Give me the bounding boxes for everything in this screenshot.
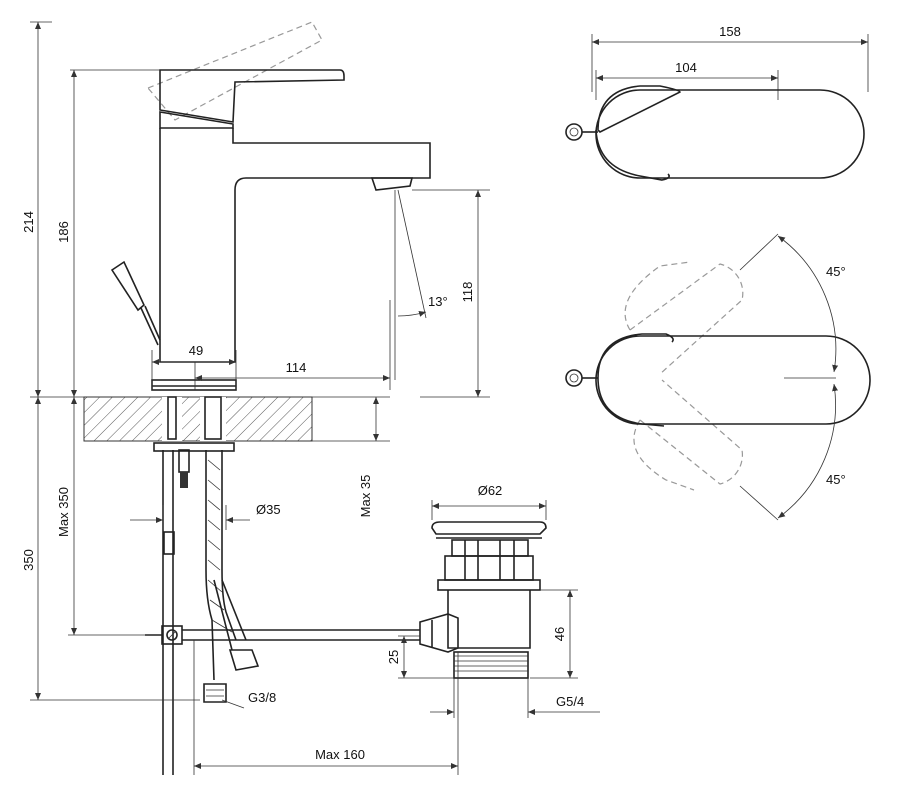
dim-counter-max: Max 35	[358, 475, 373, 518]
dim-hose-thread: G3/8	[248, 690, 276, 705]
rotated-lever-up	[629, 263, 744, 375]
dim-rotation-upper: 45°	[826, 264, 846, 279]
top-body-oval	[595, 89, 865, 179]
dim-rod-reach: Max 160	[315, 747, 365, 762]
lever-handle	[159, 69, 345, 123]
rotation-view	[565, 233, 871, 521]
dim-below-total: 350	[21, 549, 36, 571]
countertop-section	[83, 396, 313, 442]
fixing-plate	[153, 442, 235, 452]
dim-hole-diameter: Ø35	[256, 502, 281, 517]
dim-spout-angle: 13°	[428, 294, 448, 309]
dim-body-height: 186	[56, 221, 71, 243]
lift-rod-knob	[110, 260, 145, 312]
dim-top-lever: 104	[675, 60, 697, 75]
hose-nut-1	[228, 649, 260, 671]
dim-below-max: Max 350	[56, 487, 71, 537]
dim-waste-diameter: Ø62	[478, 483, 503, 498]
top-knob	[565, 123, 583, 141]
top-view	[565, 34, 869, 181]
hose-nut-2	[203, 683, 227, 703]
rotated-lever-down	[639, 379, 744, 485]
dim-waste-thread: G5/4	[556, 694, 584, 709]
under-counter-assembly	[145, 396, 420, 775]
dim-spout-reach: 114	[286, 360, 307, 375]
dim-base-width: 49	[189, 343, 203, 358]
faucet-body	[159, 128, 431, 363]
aerator	[370, 177, 414, 191]
lever-raised-outline	[147, 21, 323, 121]
flex-hose	[205, 450, 215, 681]
dim-total-height: 214	[21, 211, 36, 233]
waste-plug	[431, 521, 547, 535]
waste-body	[447, 590, 531, 649]
dim-waste-offset: 25	[386, 650, 401, 664]
dimension-lines	[30, 21, 600, 775]
pop-up-waste	[419, 521, 547, 679]
dim-top-length: 158	[719, 24, 741, 39]
dim-spout-height: 118	[460, 282, 475, 303]
faucet-side-view	[110, 21, 431, 391]
rotation-knob	[565, 369, 583, 387]
top-lever	[597, 85, 681, 133]
base-plinth	[151, 379, 237, 391]
rotation-body-oval	[595, 335, 871, 425]
waste-thread	[453, 651, 529, 679]
dim-rotation-lower: 45°	[826, 472, 846, 487]
waste-connector	[419, 613, 459, 653]
dim-waste-height: 46	[552, 627, 567, 641]
